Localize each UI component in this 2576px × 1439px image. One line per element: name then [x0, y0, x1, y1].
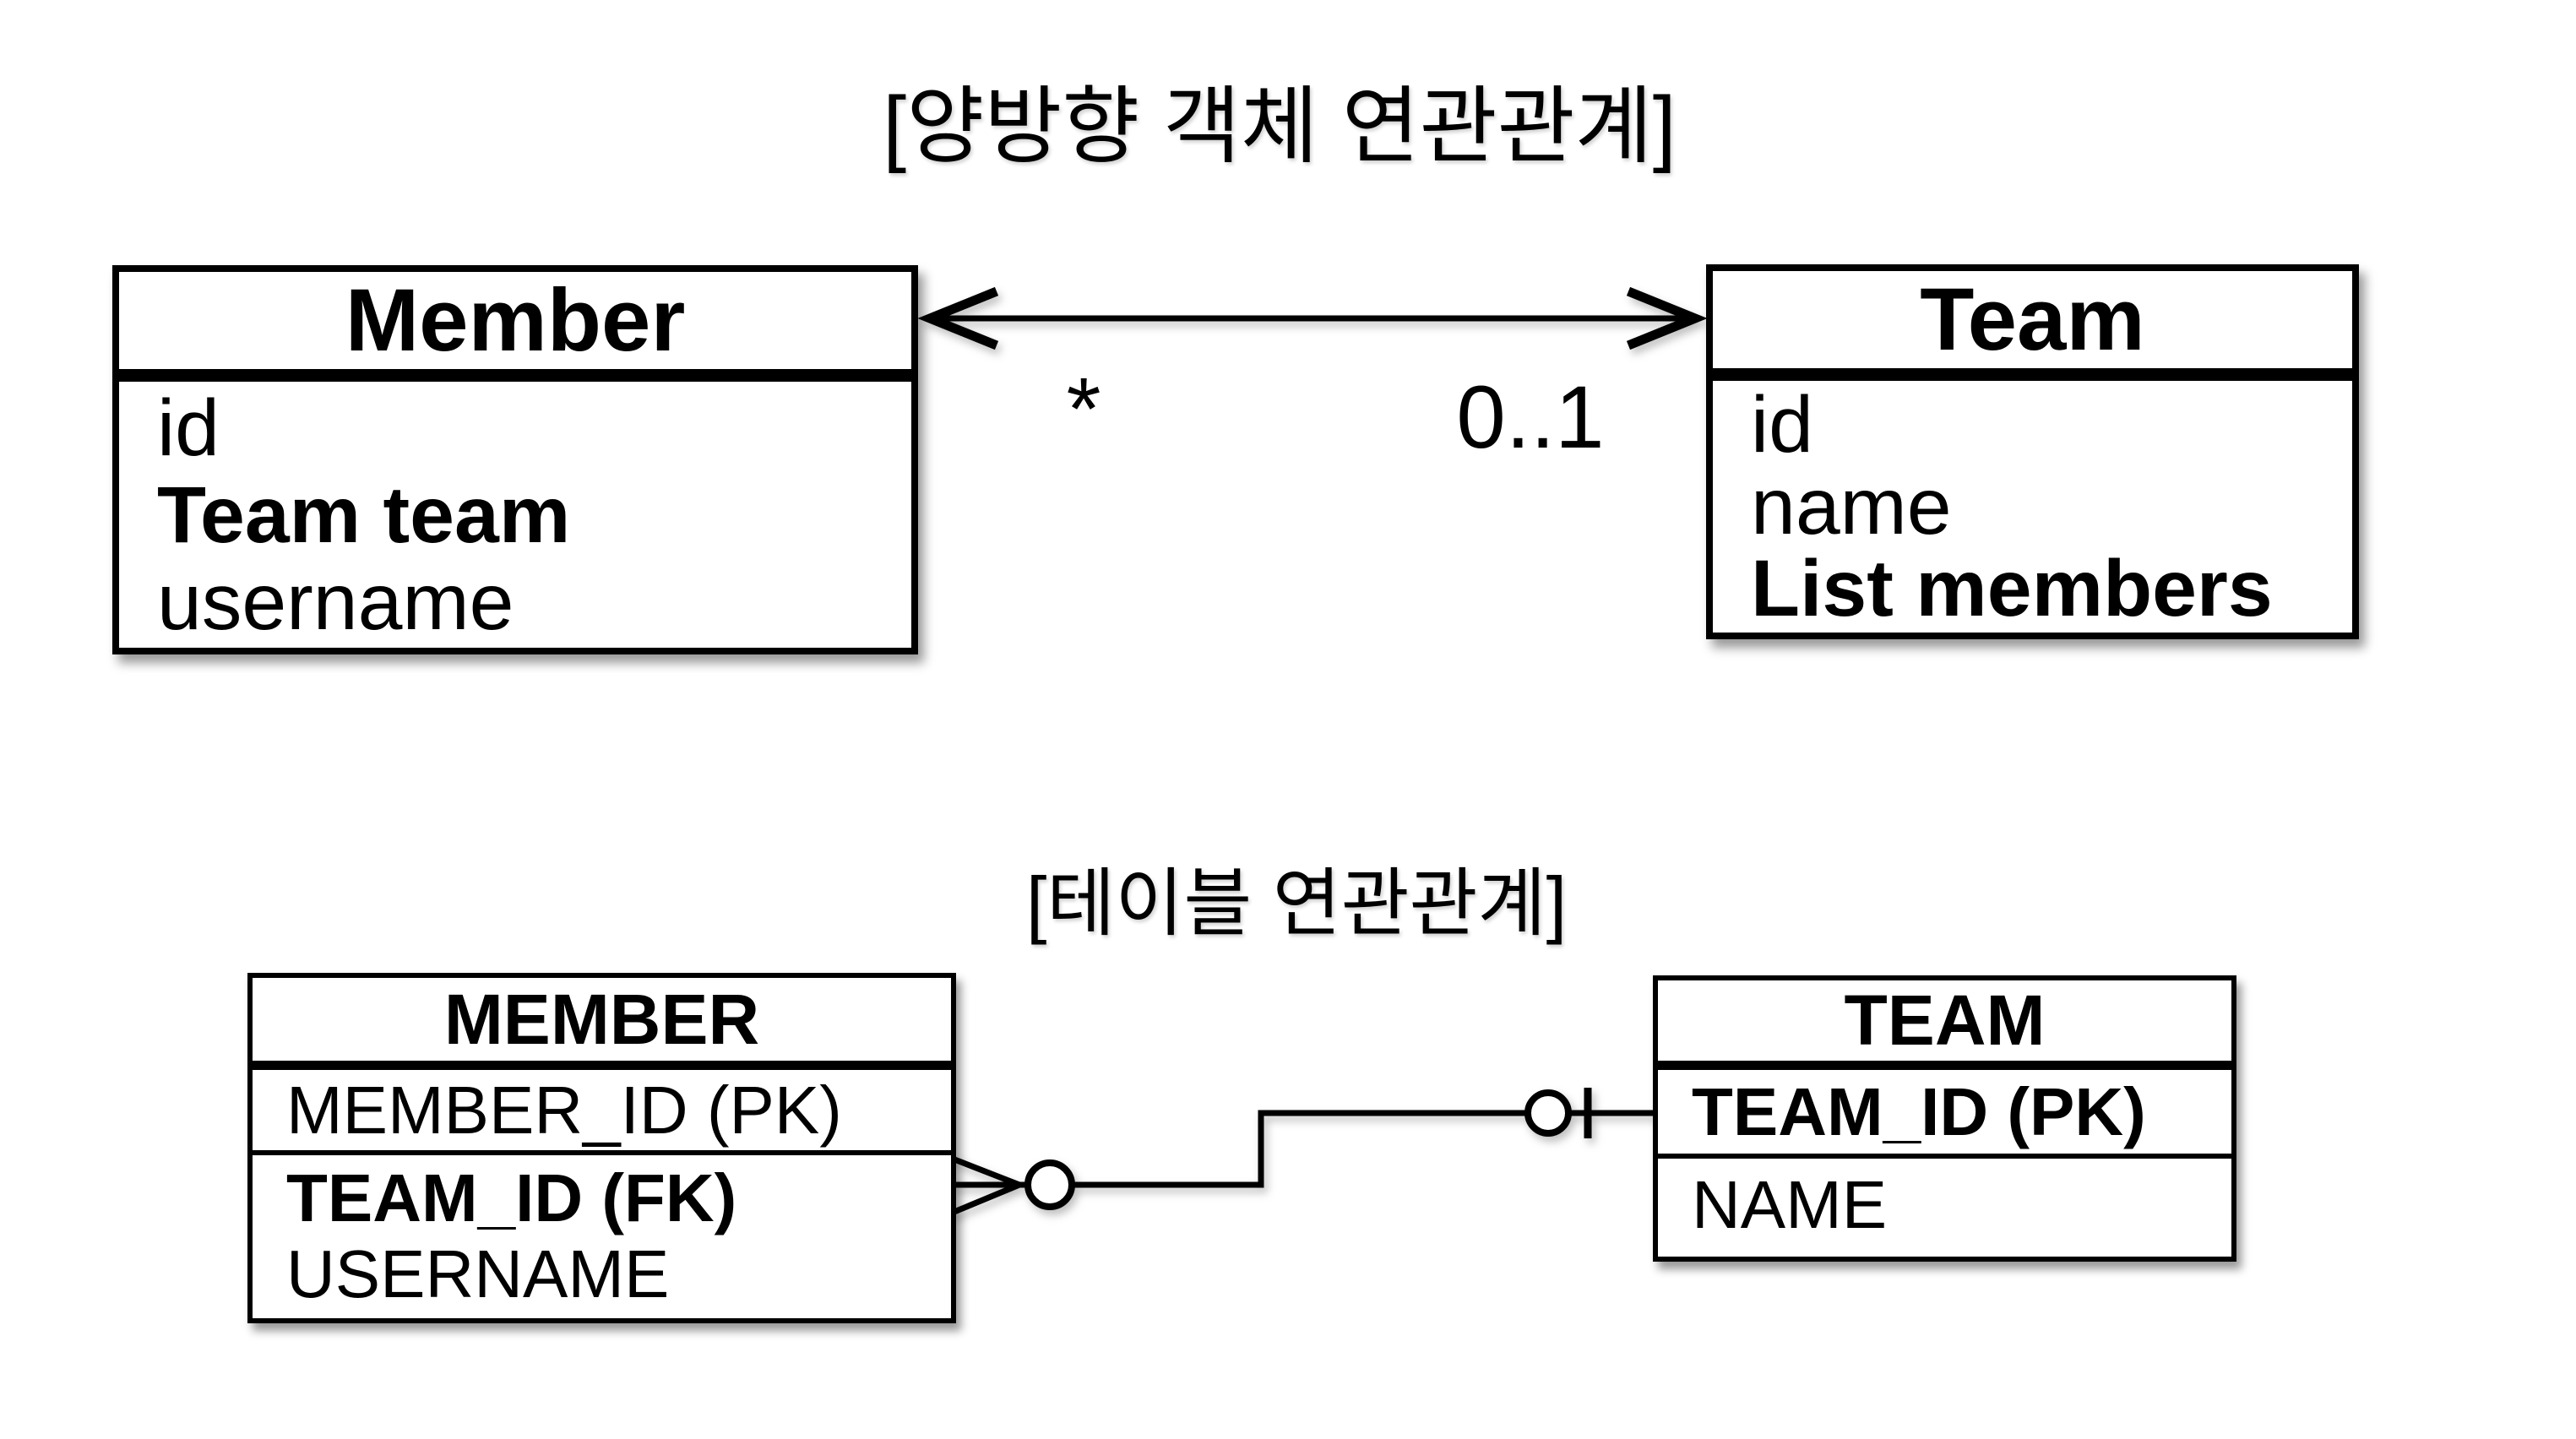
member-table-header-divider: [253, 1066, 951, 1070]
connector-path: [1019, 1110, 1655, 1188]
member-class-box: Member id Team team username: [112, 265, 918, 654]
team-table-header-divider: [1658, 1066, 2231, 1070]
member-table-header: MEMBER: [253, 978, 951, 1066]
class-field: Team team: [157, 470, 571, 560]
table-row: USERNAME: [286, 1236, 670, 1311]
team-table-box: TEAM TEAM_ID (PK) NAME: [1653, 975, 2236, 1262]
multiplicity-many-label: *: [1066, 360, 1101, 459]
table-association-title: [테이블 연관관계]: [1025, 861, 1568, 945]
object-association-title: [양방향 객체 연관관계]: [883, 79, 1677, 174]
class-field: username: [157, 557, 514, 647]
multiplicity-zero-or-one-label: 0..1: [1456, 368, 1605, 467]
team-class-fields: id name List members: [1713, 381, 2352, 630]
team-class-header: Team: [1713, 270, 2352, 375]
crow-foot-many-icon: [948, 1154, 1021, 1217]
table-row: NAME: [1692, 1167, 1888, 1242]
table-row: TEAM_ID (FK): [286, 1160, 737, 1235]
class-field: id: [157, 383, 220, 473]
team-class-header-divider: [1713, 375, 2352, 381]
arrow-head-left-icon: [917, 286, 999, 350]
team-class-box: Team id name List members: [1706, 264, 2359, 639]
member-class-fields: id Team team username: [119, 382, 911, 646]
class-field: id: [1751, 380, 1813, 470]
member-class-header: Member: [119, 271, 911, 376]
optional-circle-member-side-icon: [1024, 1159, 1075, 1210]
table-row: TEAM_ID (PK): [1658, 1070, 2231, 1159]
crow-foot-connector: [948, 1088, 1655, 1217]
optional-circle-team-side-icon: [1524, 1089, 1572, 1137]
bidirectional-association-arrow: [917, 286, 1708, 350]
member-table-box: MEMBER MEMBER_ID (PK) TEAM_ID (FK) USERN…: [247, 973, 956, 1323]
class-field: List members: [1751, 544, 2273, 633]
member-class-header-divider: [119, 376, 911, 382]
team-table-header: TEAM: [1658, 980, 2231, 1066]
class-field: name: [1751, 462, 1952, 551]
table-row: MEMBER_ID (PK): [253, 1070, 951, 1155]
arrow-head-right-icon: [1626, 286, 1708, 350]
